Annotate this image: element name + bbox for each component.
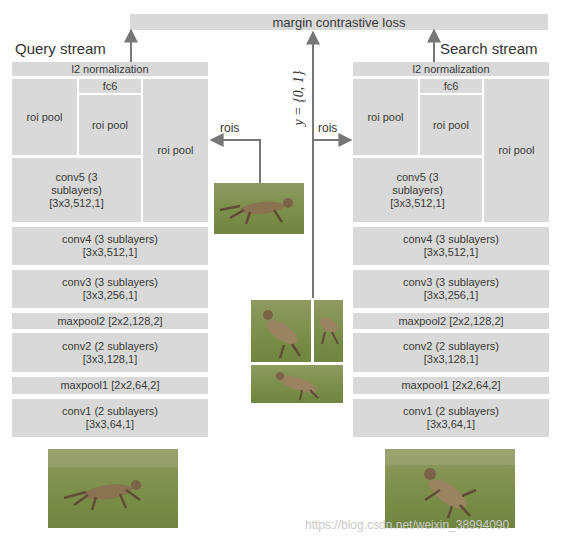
layer-name: conv3 (3 sublayers)	[403, 276, 499, 289]
layer-name: maxpool2 [2x2,128,2]	[57, 315, 162, 328]
roi-crop	[214, 183, 304, 234]
layer-name: conv5 (3 sublayers)	[37, 171, 117, 197]
fc-layer: fc6	[420, 79, 482, 93]
roi-pool-layer: roi pool	[12, 79, 77, 155]
layer-name: maxpool1 [2x2,64,2]	[401, 379, 500, 392]
layer-name: roi pool	[498, 144, 534, 157]
layer-params: [3x3,512,1]	[390, 197, 444, 210]
conv-block: conv1 (2 sublayers)[3x3,64,1]	[353, 399, 549, 437]
label-line	[312, 32, 314, 298]
layer-params: [3x3,256,1]	[83, 289, 137, 302]
layer-name: conv5 (3 sublayers)	[378, 171, 458, 197]
layer-name: maxpool2 [2x2,128,2]	[398, 315, 503, 328]
roi-pool-layer: roi pool	[353, 79, 418, 155]
rois-arrow	[211, 140, 260, 183]
layer-params: [3x3,64,1]	[427, 418, 475, 431]
pool-layer: maxpool1 [2x2,64,2]	[12, 377, 208, 394]
layer-name: maxpool1 [2x2,64,2]	[60, 379, 159, 392]
stream-title: Search stream	[440, 40, 538, 57]
layer-name: conv3 (3 sublayers)	[62, 276, 158, 289]
layer-name: conv1 (2 sublayers)	[403, 405, 499, 418]
layer-name: conv4 (3 sublayers)	[62, 233, 158, 246]
roi-pool-layer: roi pool	[484, 79, 549, 222]
label-text: y = {0, 1}	[291, 71, 307, 126]
layer-params: [3x3,512,1]	[424, 246, 478, 259]
conv-block: conv2 (2 sublayers)[3x3,128,1]	[353, 333, 549, 372]
layer-name: roi pool	[367, 111, 403, 124]
layer-name: margin contrastive loss	[273, 16, 406, 29]
conv-block: conv1 (2 sublayers)[3x3,64,1]	[12, 399, 208, 437]
stream-title: Query stream	[15, 40, 106, 57]
loss-bar: margin contrastive loss	[130, 14, 548, 30]
layer-name: roi pool	[92, 119, 128, 132]
layer-name: conv1 (2 sublayers)	[62, 405, 158, 418]
layer-name: fc6	[444, 80, 459, 93]
roi-crop	[251, 300, 311, 362]
norm-layer: l2 normalization	[353, 62, 549, 76]
layer-name: conv4 (3 sublayers)	[403, 233, 499, 246]
layer-params: [3x3,256,1]	[424, 289, 478, 302]
roi-pool-layer: roi pool	[79, 95, 141, 155]
pool-layer: maxpool1 [2x2,64,2]	[353, 377, 549, 394]
rois-label: rois	[318, 121, 337, 135]
layer-name: l2 normalization	[71, 63, 148, 76]
roi-pool-layer: roi pool	[420, 95, 482, 155]
conv-block: conv3 (3 sublayers)[3x3,256,1]	[12, 270, 208, 308]
conv-block: conv3 (3 sublayers)[3x3,256,1]	[353, 270, 549, 308]
conv-block: conv4 (3 sublayers)[3x3,512,1]	[12, 227, 208, 265]
fc-layer: fc6	[79, 79, 141, 93]
rois-label: rois	[220, 121, 239, 135]
conv-block: conv4 (3 sublayers)[3x3,512,1]	[353, 227, 549, 265]
layer-params: [3x3,64,1]	[86, 418, 134, 431]
layer-name: roi pool	[157, 144, 193, 157]
rois-arrow	[313, 139, 351, 141]
watermark: https://blog.csdn.net/weixin_38994090	[305, 518, 509, 532]
conv-block: conv5 (3 sublayers)[3x3,512,1]	[353, 158, 482, 222]
layer-name: conv2 (2 sublayers)	[62, 340, 158, 353]
video-frame	[48, 449, 178, 528]
pool-layer: maxpool2 [2x2,128,2]	[12, 313, 208, 329]
flow-arrow	[130, 30, 132, 62]
conv-block: conv5 (3 sublayers)[3x3,512,1]	[12, 158, 141, 222]
roi-crop	[314, 300, 343, 362]
layer-name: conv2 (2 sublayers)	[403, 340, 499, 353]
layer-name: roi pool	[26, 111, 62, 124]
roi-crop	[251, 365, 343, 403]
pool-layer: maxpool2 [2x2,128,2]	[353, 313, 549, 329]
layer-params: [3x3,128,1]	[424, 353, 478, 366]
layer-name: roi pool	[433, 119, 469, 132]
layer-name: l2 normalization	[412, 63, 489, 76]
layer-params: [3x3,512,1]	[83, 246, 137, 259]
layer-params: [3x3,128,1]	[83, 353, 137, 366]
layer-params: [3x3,512,1]	[49, 197, 103, 210]
layer-name: fc6	[103, 80, 118, 93]
conv-block: conv2 (2 sublayers)[3x3,128,1]	[12, 333, 208, 372]
norm-layer: l2 normalization	[12, 62, 208, 76]
video-frame	[385, 449, 515, 528]
flow-arrow	[433, 30, 435, 62]
roi-pool-layer: roi pool	[143, 79, 208, 222]
